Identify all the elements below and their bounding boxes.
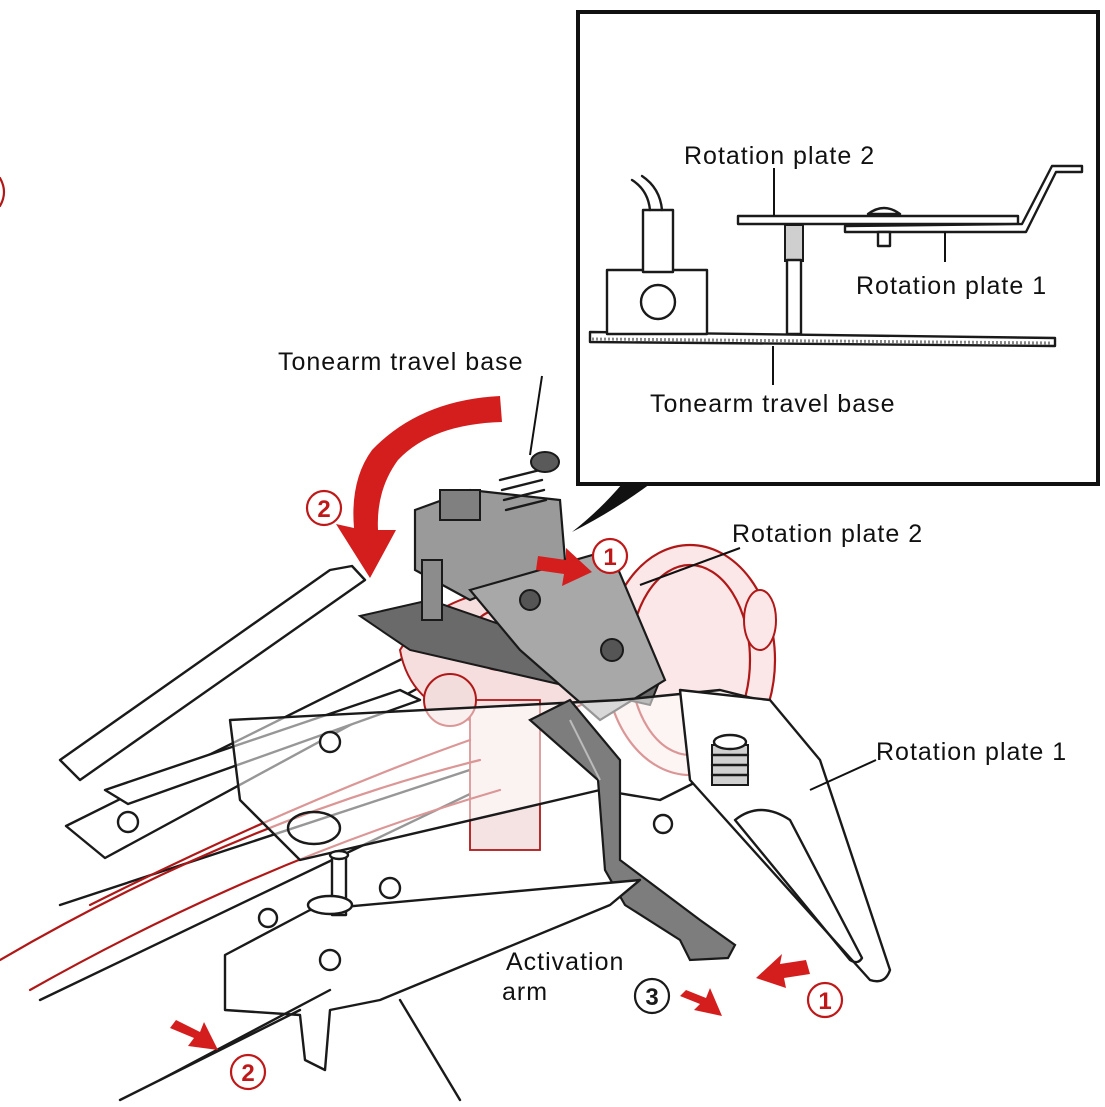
step-markers: 2 1 3 1 2 xyxy=(229,489,844,1091)
svg-text:2: 2 xyxy=(317,496,330,523)
front-bracket xyxy=(223,878,642,1072)
label-activation-arm-line2: arm xyxy=(502,978,548,1006)
activation-arm-part xyxy=(528,698,737,962)
step-marker-1-bottom: 1 xyxy=(806,981,844,1019)
inset-panel: Rotation plate 2 Rotation plate 1 Tonear… xyxy=(572,10,1100,532)
svg-text:2: 2 xyxy=(241,1060,254,1087)
arrow-icon xyxy=(536,548,592,586)
inset-rotation-plate-2 xyxy=(736,214,1020,226)
arrow-icon xyxy=(756,954,810,988)
spring xyxy=(498,451,560,512)
label-rotation-plate-2: Rotation plate 2 xyxy=(732,520,923,548)
step-marker-2-top: 2 xyxy=(305,489,343,527)
inset-label-tonearm-travel-base: Tonearm travel base xyxy=(650,390,896,418)
spring-stack xyxy=(710,733,750,786)
inset-screw xyxy=(866,206,902,248)
step-marker-3: 3 xyxy=(633,977,671,1015)
frame-plate xyxy=(228,688,762,862)
step-marker-2-bottom: 2 xyxy=(229,1053,267,1091)
main-labels: Tonearm travel base Rotation plate 2 Rot… xyxy=(278,348,1067,1006)
mechanism-illustration xyxy=(0,451,892,1102)
inset-post xyxy=(784,224,804,336)
label-activation-arm-line1: Activation xyxy=(506,948,624,976)
label-rotation-plate-1: Rotation plate 1 xyxy=(876,738,1067,766)
inset-label-rotation-plate-2: Rotation plate 2 xyxy=(684,142,875,170)
red-arrows xyxy=(170,396,810,1050)
svg-text:1: 1 xyxy=(818,988,831,1015)
svg-text:1: 1 xyxy=(603,544,616,571)
label-tonearm-travel-base: Tonearm travel base xyxy=(278,348,524,376)
arrow-icon xyxy=(170,1020,218,1050)
curved-arrow-icon xyxy=(336,396,502,578)
inset-travel-base-bar xyxy=(588,330,1057,348)
inset-rotation-plate-1 xyxy=(843,164,1084,234)
svg-text:3: 3 xyxy=(645,984,658,1011)
inset-label-rotation-plate-1: Rotation plate 1 xyxy=(856,272,1047,300)
inset-sensor-block xyxy=(605,174,709,336)
step-marker-1-top: 1 xyxy=(591,537,629,575)
arrow-icon xyxy=(680,988,722,1016)
